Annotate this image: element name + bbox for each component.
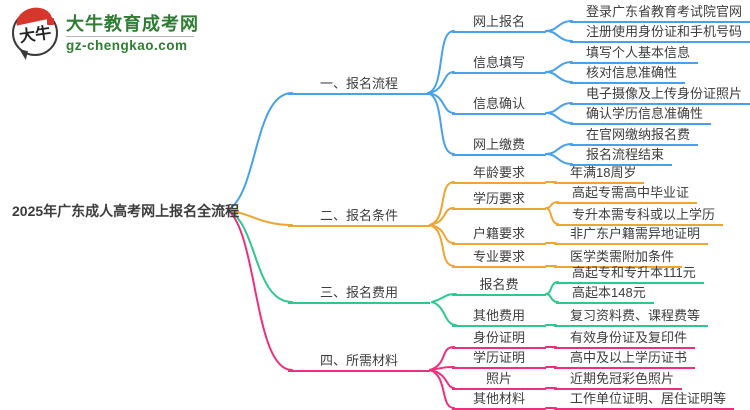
connector-b2-c4 — [429, 224, 455, 267]
node-registration-fee: 报名费 — [452, 277, 546, 296]
node-residency-requirement: 户籍要求 — [452, 226, 546, 245]
leaf-fill-basic-info: 填写个人基本信息 — [570, 45, 699, 64]
connector-b2-c2 — [429, 207, 455, 226]
leaf-login-gdeea-site: 登录广东省教育考试院官网 — [570, 4, 750, 23]
node-other-materials: 其他材料 — [452, 391, 546, 410]
connector-b4-c3 — [429, 369, 455, 389]
connector-b2-c3 — [429, 224, 455, 244]
node-info-confirmation: 信息确认 — [452, 96, 546, 115]
connector-b1-leaf2 — [545, 30, 573, 42]
root-topic: 2025年广东成人高考网上报名全流程 — [12, 203, 240, 219]
connector-b1-leaf5 — [545, 102, 573, 114]
leaf-fee-111: 高起专和专升本111元 — [556, 265, 704, 284]
leaf-non-gd-residency-proof: 非广东户籍需异地证明 — [554, 226, 709, 245]
connector-b1-leaf6 — [545, 112, 573, 124]
branch-registration-fees: 三、报名费用 — [288, 285, 430, 304]
connector-root-branch3 — [227, 209, 293, 303]
branch-required-materials: 四、所需材料 — [288, 353, 430, 372]
connector-b2-c1 — [429, 181, 455, 226]
leaf-pay-fee-online: 在官网缴纳报名费 — [570, 127, 699, 146]
leaf-verify-info: 核对信息准确性 — [570, 65, 686, 84]
connector-b1-leaf4 — [545, 71, 573, 83]
leaf-fee-148: 高起本148元 — [556, 285, 654, 304]
site-logo: 大牛 大牛教育成考网 gz-chengkao.com — [12, 4, 199, 60]
logo-hanzi: 大牛 — [18, 24, 53, 47]
node-online-payment: 网上缴费 — [452, 137, 546, 156]
connector-b1-c4 — [427, 92, 455, 155]
leaf-photo-upload-id: 电子摄像及上传身份证照片 — [570, 86, 750, 105]
logo-red-seal — [47, 18, 54, 25]
leaf-gaoqizhuan-diploma: 高起专需高中毕业证 — [556, 185, 698, 204]
node-education-proof: 学历证明 — [452, 350, 546, 369]
connector-b4-c4b — [429, 369, 455, 409]
connector-b4-c4 — [430, 370, 454, 408]
node-age-requirement: 年龄要求 — [452, 165, 546, 184]
leaf-work-residence-proof: 工作单位证明、居住证明等 — [554, 391, 735, 410]
leaf-hs-certificate: 高中及以上学历证书 — [554, 350, 696, 369]
connector-b4-c2 — [429, 366, 455, 371]
leaf-recent-color-photo: 近期免冠彩色照片 — [554, 371, 683, 390]
connector-root-branch4 — [227, 209, 293, 371]
node-other-fees: 其他费用 — [452, 308, 546, 327]
branch-registration-conditions: 二、报名条件 — [288, 208, 430, 227]
connector-b1-c2 — [427, 71, 455, 94]
node-identity-proof: 身份证明 — [452, 330, 546, 349]
connector-b1-leaf7 — [545, 143, 573, 155]
leaf-review-material-fees: 复习资料费、课程费等 — [554, 308, 709, 327]
connector-b1-leaf1 — [545, 20, 573, 32]
node-info-filling: 信息填写 — [452, 55, 546, 74]
connector-b1-leaf8 — [545, 153, 573, 165]
logo-domain: gz-chengkao.com — [66, 37, 188, 53]
leaf-age-18: 年满18周岁 — [554, 165, 645, 184]
leaf-medical-extra-conditions: 医学类需附加条件 — [554, 249, 683, 268]
leaf-confirm-education-info: 确认学历信息准确性 — [570, 106, 712, 125]
logo-bubble-icon: 大牛 — [12, 4, 58, 60]
branch-registration-process: 一、报名流程 — [288, 76, 430, 95]
logo-bubble-tail — [17, 49, 28, 60]
node-education-requirement: 学历要求 — [452, 191, 546, 210]
node-major-requirement: 专业要求 — [452, 249, 546, 268]
logo-title: 大牛教育成考网 — [66, 13, 199, 34]
node-photo: 照片 — [452, 371, 546, 390]
leaf-zhuanshengben-degree: 专升本需专科或以上学历 — [556, 207, 724, 226]
connector-b1-c3 — [427, 92, 455, 114]
logo-divider — [66, 35, 194, 37]
connector-b4-c1 — [429, 346, 455, 371]
leaf-register-id-phone: 注册使用身份证和手机号码 — [570, 24, 750, 43]
leaf-valid-id-copy: 有效身份证及复印件 — [554, 330, 696, 349]
connector-b1-leaf3 — [545, 61, 573, 73]
connector-root-branch1 — [227, 92, 293, 211]
connector-b1-c1 — [427, 30, 455, 94]
leaf-process-end: 报名流程结束 — [570, 147, 673, 166]
node-online-signup: 网上报名 — [452, 14, 546, 33]
